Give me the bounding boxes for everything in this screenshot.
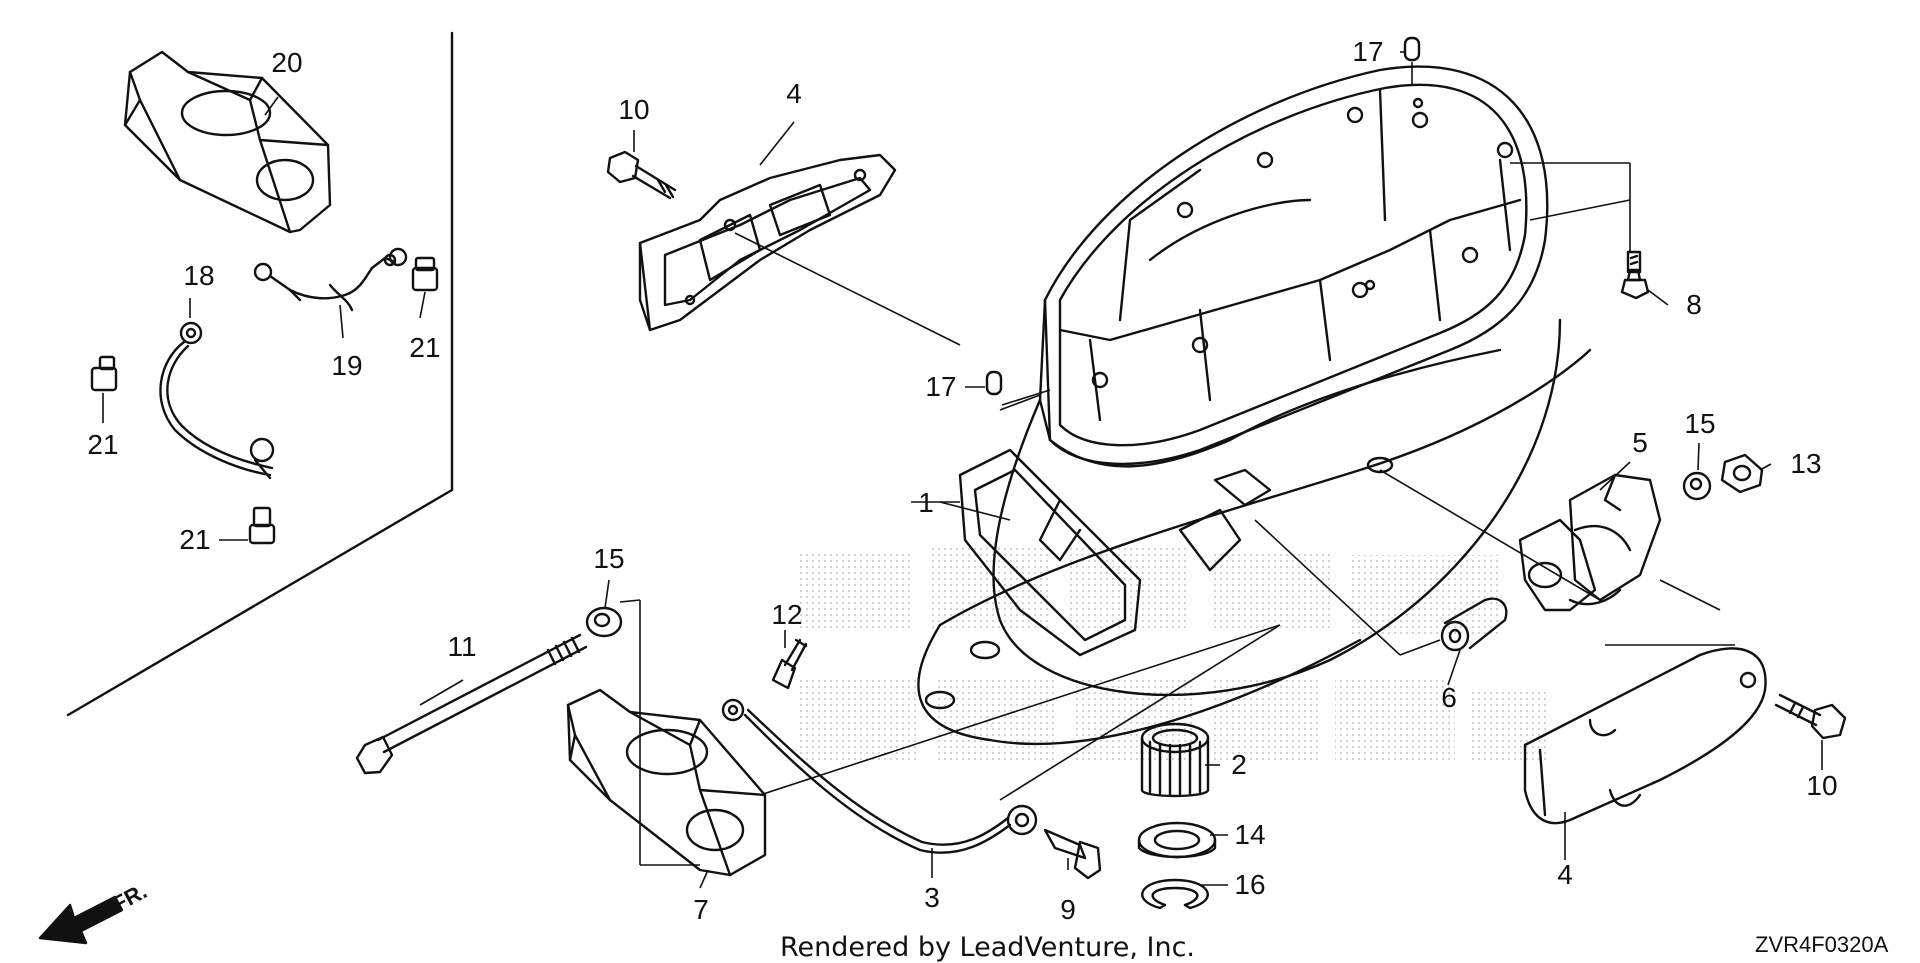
part-3-ground-cable xyxy=(721,698,1038,854)
part-10-bolt-bottom xyxy=(1774,693,1847,740)
part-6-bushing xyxy=(1440,597,1508,652)
callout-10-bottom: 10 xyxy=(1806,770,1838,801)
part-9-bolt xyxy=(1043,828,1102,880)
part-4-side-cover-top xyxy=(638,153,897,332)
part-16-circlip xyxy=(1141,878,1209,910)
part-21-bolt-a xyxy=(411,256,439,292)
inset-border xyxy=(66,31,454,717)
part-1-extension-case xyxy=(917,65,1592,746)
part-17-dowel-pin-top xyxy=(1403,36,1421,62)
diagram-code: ZVR4F0320A xyxy=(1755,932,1889,957)
part-19-wire xyxy=(253,247,408,312)
callout-17-top: 17 xyxy=(1352,36,1384,67)
part-11-long-bolt xyxy=(355,633,588,775)
callout-7: 7 xyxy=(693,894,709,925)
callout-20: 20 xyxy=(271,47,303,78)
part-15-washer-right xyxy=(1682,471,1712,501)
callout-15-right: 15 xyxy=(1684,408,1716,439)
part-20-mount-housing xyxy=(123,50,332,234)
part-18-ground-cable xyxy=(159,321,275,480)
callout-13: 13 xyxy=(1790,448,1822,479)
part-17-dowel-pin-mid xyxy=(985,370,1003,396)
callout-19: 19 xyxy=(331,350,363,381)
callout-4-bottom: 4 xyxy=(1557,859,1573,890)
part-14-washer xyxy=(1137,821,1217,859)
part-12-bolt xyxy=(771,638,808,690)
callout-21-b: 21 xyxy=(87,429,119,460)
callout-12: 12 xyxy=(771,599,803,630)
callout-2: 2 xyxy=(1231,749,1247,780)
part-2-needle-bearing xyxy=(1140,722,1210,798)
callout-11: 11 xyxy=(447,631,477,662)
callout-21-a: 21 xyxy=(409,332,441,363)
callout-16: 16 xyxy=(1234,869,1266,900)
watermark-logo xyxy=(800,545,1550,760)
part-10-bolt-top xyxy=(606,150,677,200)
part-5-rubber-mount xyxy=(1518,473,1662,612)
part-4-side-cover-bottom xyxy=(1523,647,1767,825)
part-13-nut xyxy=(1720,453,1764,494)
leader-lines xyxy=(102,51,1823,889)
callout-21-c: 21 xyxy=(179,524,211,555)
part-15-washer-left xyxy=(585,606,623,638)
callout-9: 9 xyxy=(1060,894,1076,925)
front-direction-arrow-icon xyxy=(38,895,124,945)
part-21-bolt-c xyxy=(248,506,276,545)
credit-text: Rendered by LeadVenture, Inc. xyxy=(780,932,1196,963)
callout-3: 3 xyxy=(924,882,940,913)
callout-6: 6 xyxy=(1441,682,1457,713)
callout-17-mid: 17 xyxy=(925,371,957,402)
callout-4-top: 4 xyxy=(786,78,802,109)
callout-18: 18 xyxy=(183,260,215,291)
callout-5: 5 xyxy=(1632,427,1648,458)
callout-10-top: 10 xyxy=(618,94,650,125)
callout-1: 1 xyxy=(918,487,934,518)
callout-15-left: 15 xyxy=(593,543,625,574)
part-21-bolt-b xyxy=(90,355,118,392)
part-7-lower-mount-housing xyxy=(566,688,767,877)
callout-14: 14 xyxy=(1234,819,1266,850)
callout-8: 8 xyxy=(1686,289,1702,320)
part-8-bolt xyxy=(1620,250,1650,300)
